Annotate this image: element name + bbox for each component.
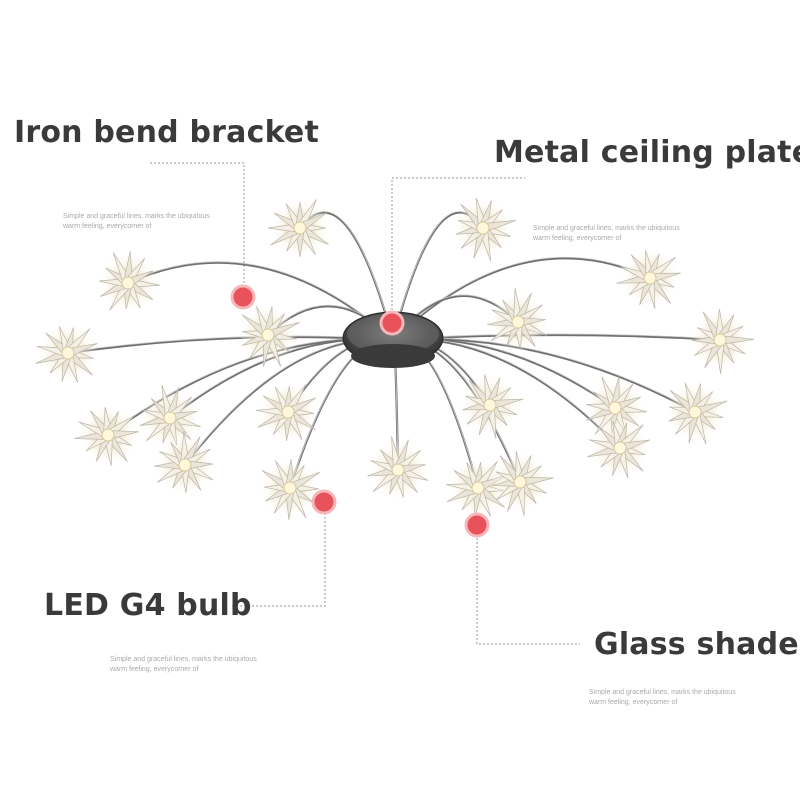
caption-plate-line1: Simple and graceful lines, marks the ubi… (533, 224, 703, 234)
label-glass-shade: Glass shade (594, 627, 799, 662)
star-shade-14 (665, 382, 727, 444)
caption-shade: Simple and graceful lines, marks the ubi… (589, 688, 759, 708)
star-shade-13 (74, 405, 139, 466)
caption-bracket-line1: Simple and graceful lines, marks the ubi… (63, 212, 233, 222)
label-led-g4-bulb: LED G4 bulb (44, 588, 252, 623)
caption-bracket-line2: warm feeling, everycorner of (63, 222, 233, 232)
marker-bulb (313, 491, 335, 513)
label-metal-ceiling-plate: Metal ceiling plate (494, 135, 800, 170)
caption-plate: Simple and graceful lines, marks the ubi… (533, 224, 703, 244)
caption-bulb-line2: warm feeling, everycorner of (110, 665, 280, 675)
caption-bulb-line1: Simple and graceful lines, marks the ubi… (110, 655, 280, 665)
star-shade-17 (260, 458, 320, 520)
caption-shade-line1: Simple and graceful lines, marks the ubi… (589, 688, 759, 698)
star-shade-3 (98, 251, 160, 313)
star-shade-1 (268, 198, 330, 258)
marker-shade (466, 514, 488, 536)
star-shade-5 (238, 305, 300, 367)
caption-bulb: Simple and graceful lines, marks the ubi… (110, 655, 280, 675)
star-shade-18 (368, 437, 429, 500)
label-iron-bend-bracket: Iron bend bracket (14, 115, 319, 150)
star-shade-6 (487, 288, 548, 352)
marker-plate (381, 312, 403, 334)
star-shade-8 (690, 309, 754, 374)
star-shade-2 (453, 198, 516, 261)
star-shade-11 (460, 374, 523, 438)
star-shade-10 (256, 382, 318, 442)
caption-plate-line2: warm feeling, everycorner of (533, 234, 703, 244)
caption-bracket: Simple and graceful lines, marks the ubi… (63, 212, 233, 232)
marker-bracket (232, 286, 254, 308)
star-shade-4 (616, 248, 680, 309)
leader-line-shade (477, 530, 580, 644)
caption-shade-line2: warm feeling, everycorner of (589, 698, 759, 708)
star-shade-7 (36, 323, 98, 383)
